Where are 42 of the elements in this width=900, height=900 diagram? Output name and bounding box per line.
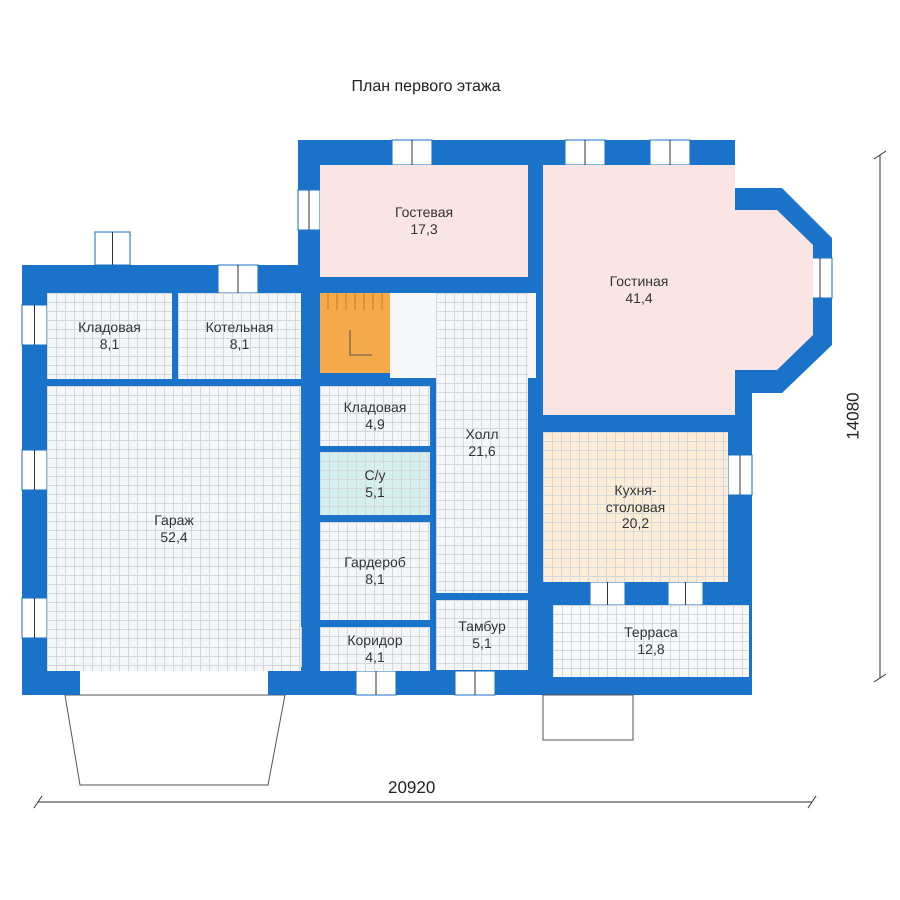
room	[320, 627, 430, 671]
room-name: Гостиная	[608, 273, 670, 290]
room-area: 5,1	[363, 484, 387, 500]
room-area: 5,1	[470, 635, 494, 652]
room-name: Гостевая	[394, 204, 454, 221]
room-area: 17,3	[408, 221, 440, 238]
room	[47, 386, 301, 671]
plan-title: План первого этажа	[350, 78, 502, 96]
room-name: Коридор	[346, 632, 404, 649]
room-name: Кухня-столовая	[604, 482, 666, 516]
room	[543, 165, 813, 415]
room	[320, 522, 430, 620]
room	[178, 293, 301, 379]
room-name: Тамбур	[457, 618, 507, 635]
dimension-label: 14080	[844, 392, 864, 440]
room-name: Гараж	[153, 512, 195, 528]
dimension-label: 20920	[388, 778, 436, 798]
room-name: Холл	[464, 426, 500, 443]
room-area: 8,1	[228, 336, 252, 353]
room-name: Гардероб	[343, 554, 407, 571]
room-name: Кладовая	[342, 399, 408, 416]
room-area: 4,1	[363, 649, 387, 666]
room	[320, 165, 528, 277]
room-area: 12,8	[635, 641, 667, 658]
room-name: Котельная	[204, 319, 274, 336]
room-area: 20,2	[620, 515, 652, 532]
room-area: 21,6	[466, 443, 498, 460]
room-area: 41,4	[623, 290, 655, 307]
room-area: 8,1	[363, 571, 387, 588]
room-name: С/у	[364, 466, 386, 484]
room	[553, 605, 749, 677]
room	[436, 293, 528, 593]
room-name: Терраса	[623, 624, 679, 641]
room-name: Кладовая	[77, 319, 142, 336]
room-area: 8,1	[98, 336, 122, 353]
room	[320, 386, 430, 446]
room	[543, 432, 728, 582]
room-area: 52,4	[158, 528, 190, 546]
room-area: 4,9	[363, 416, 387, 433]
room	[47, 293, 172, 379]
room	[320, 452, 430, 515]
room	[436, 600, 528, 670]
